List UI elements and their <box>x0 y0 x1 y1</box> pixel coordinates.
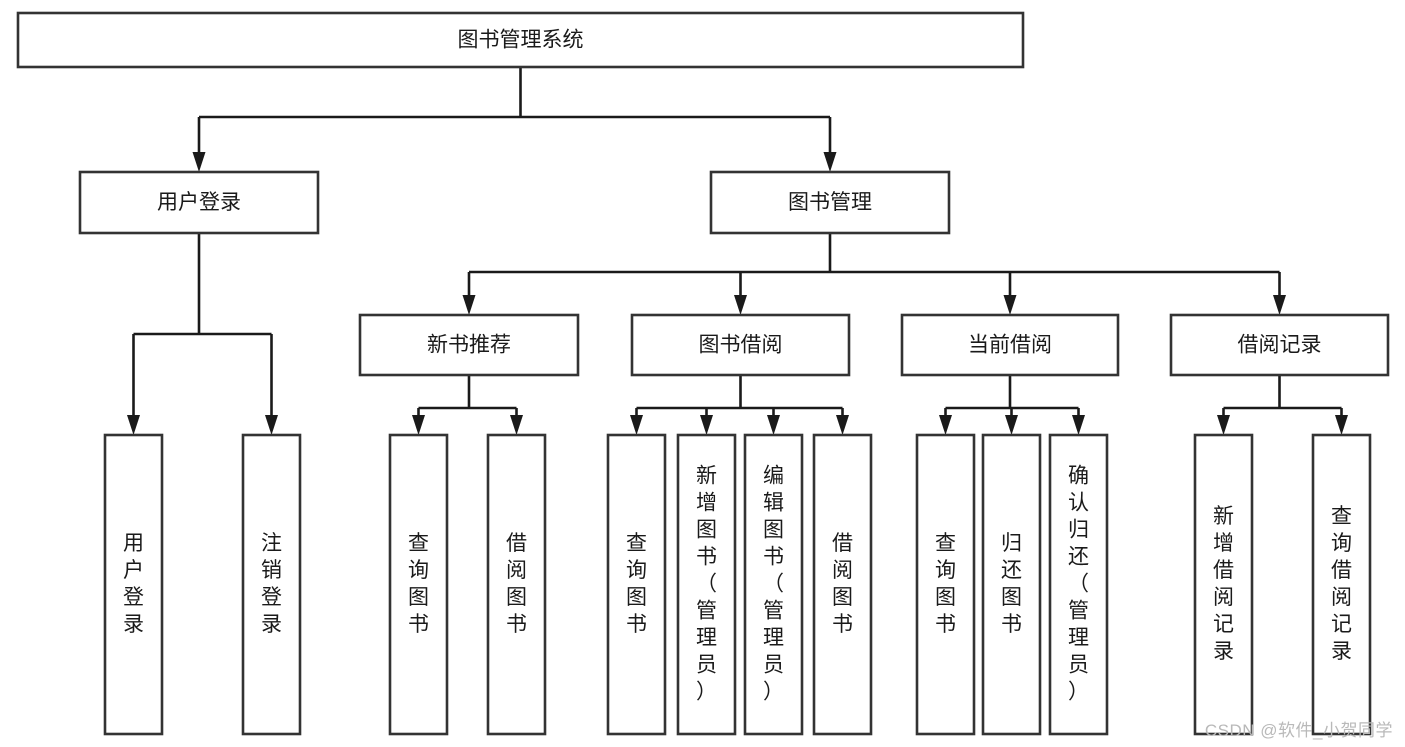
arrow-head-icon <box>462 295 476 315</box>
node-label: 查询图书 <box>626 532 647 636</box>
arrow-head-icon <box>823 152 837 172</box>
node-leaf-borrow-book-rec[interactable]: 借阅图书 <box>486 433 547 736</box>
node-box[interactable] <box>743 433 804 736</box>
node-leaf-user-login[interactable]: 用户登录 <box>103 433 164 736</box>
node-leaf-query-borrow-record[interactable]: 查询借阅记录 <box>1311 433 1372 736</box>
node-root[interactable]: 图书管理系统 <box>16 11 1025 69</box>
node-label: 用户登录 <box>157 191 241 214</box>
arrow-head-icon <box>510 415 523 435</box>
connector-group-book-borrow <box>630 375 849 435</box>
arrow-head-icon <box>1072 415 1085 435</box>
arrow-head-icon <box>127 415 140 435</box>
node-leaf-query-book-rec[interactable]: 查询图书 <box>388 433 449 736</box>
arrow-head-icon <box>836 415 849 435</box>
node-box[interactable] <box>16 11 1025 69</box>
node-box[interactable] <box>1048 433 1109 736</box>
arrow-head-icon <box>1005 415 1018 435</box>
node-leaf-confirm-return-admin[interactable]: 确认归还（管理员） <box>1048 433 1109 736</box>
node-box[interactable] <box>241 433 302 736</box>
node-box[interactable] <box>103 433 164 736</box>
arrow-head-icon <box>734 295 747 315</box>
node-leaf-add-book-admin[interactable]: 新增图书（管理员） <box>676 433 737 736</box>
node-book-borrow[interactable]: 图书借阅 <box>630 313 851 377</box>
node-label: 用户登录 <box>123 532 144 636</box>
arrow-head-icon <box>412 415 425 435</box>
node-leaf-user-logout[interactable]: 注销登录 <box>241 433 302 736</box>
node-label: 归还图书 <box>1001 532 1022 636</box>
node-label: 新增借阅记录 <box>1213 505 1234 663</box>
node-leaf-edit-book-admin[interactable]: 编辑图书（管理员） <box>743 433 804 736</box>
node-box[interactable] <box>630 313 851 377</box>
node-current-borrow[interactable]: 当前借阅 <box>900 313 1120 377</box>
arrow-head-icon <box>1003 295 1017 315</box>
node-box[interactable] <box>1193 433 1254 736</box>
node-box[interactable] <box>388 433 449 736</box>
connector-group-new-book-recommend <box>412 375 523 435</box>
arrow-head-icon <box>265 415 278 435</box>
arrow-head-icon <box>630 415 643 435</box>
node-label: 借阅图书 <box>832 532 853 636</box>
node-label: 新书推荐 <box>427 334 511 357</box>
node-box[interactable] <box>812 433 873 736</box>
node-borrow-record[interactable]: 借阅记录 <box>1169 313 1390 377</box>
arrow-head-icon <box>192 152 206 172</box>
arrow-head-icon <box>939 415 952 435</box>
arrow-head-icon <box>1273 295 1286 315</box>
node-label: 图书管理系统 <box>458 29 584 52</box>
node-layer: 图书管理系统用户登录图书管理新书推荐图书借阅当前借阅借阅记录用户登录注销登录查询… <box>16 11 1390 736</box>
node-box[interactable] <box>709 170 951 235</box>
connector-group-current-borrow <box>939 375 1085 435</box>
node-leaf-add-borrow-record[interactable]: 新增借阅记录 <box>1193 433 1254 736</box>
connector-layer <box>127 67 1348 435</box>
node-label: 图书管理 <box>788 191 872 214</box>
node-user-login[interactable]: 用户登录 <box>78 170 320 235</box>
node-box[interactable] <box>981 433 1042 736</box>
arrow-head-icon <box>1335 415 1348 435</box>
node-box[interactable] <box>1169 313 1390 377</box>
node-box[interactable] <box>78 170 320 235</box>
arrow-head-icon <box>1217 415 1230 435</box>
node-box[interactable] <box>676 433 737 736</box>
node-label: 注销登录 <box>261 532 282 636</box>
node-label: 图书借阅 <box>699 334 783 357</box>
arrow-head-icon <box>700 415 713 435</box>
node-label: 借阅记录 <box>1238 334 1322 357</box>
node-box[interactable] <box>486 433 547 736</box>
node-box[interactable] <box>1311 433 1372 736</box>
connector-group-root <box>192 67 837 172</box>
node-box[interactable] <box>915 433 976 736</box>
node-label: 查询图书 <box>935 532 956 636</box>
node-box[interactable] <box>606 433 667 736</box>
node-label: 借阅图书 <box>506 532 527 636</box>
node-label: 新增图书（管理员） <box>696 464 717 703</box>
node-box[interactable] <box>900 313 1120 377</box>
node-leaf-return-book[interactable]: 归还图书 <box>981 433 1042 736</box>
node-leaf-query-book-borrow[interactable]: 查询图书 <box>606 433 667 736</box>
connector-group-borrow-record <box>1217 375 1348 435</box>
node-leaf-query-book-current[interactable]: 查询图书 <box>915 433 976 736</box>
node-label: 查询借阅记录 <box>1331 505 1352 663</box>
arrow-head-icon <box>767 415 780 435</box>
node-label: 确认归还（管理员） <box>1068 464 1089 703</box>
node-box[interactable] <box>358 313 580 377</box>
node-label: 查询图书 <box>408 532 429 636</box>
node-label: 当前借阅 <box>968 334 1052 357</box>
connector-group-user-login <box>127 233 278 435</box>
node-new-book-recommend[interactable]: 新书推荐 <box>358 313 580 377</box>
node-book-manage[interactable]: 图书管理 <box>709 170 951 235</box>
node-leaf-borrow-book[interactable]: 借阅图书 <box>812 433 873 736</box>
node-label: 编辑图书（管理员） <box>763 464 784 703</box>
connector-group-book-manage <box>462 233 1286 315</box>
